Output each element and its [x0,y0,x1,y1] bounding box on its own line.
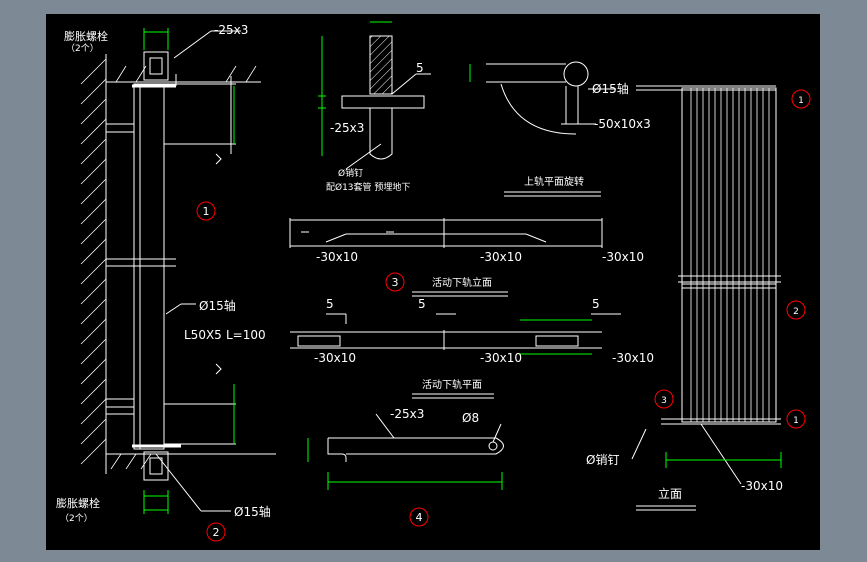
top-rail-title: 上轨平面旋转 [524,175,584,188]
top-rail-plan [486,61,616,135]
lower-rail-bar-a: -30x10 [316,250,358,264]
detail-marker-3-number: 3 [392,276,399,289]
lower-section-bar-a: -30x10 [314,351,356,365]
lower-section-bar-b: -30x10 [480,351,522,365]
pin-detail-note: 配Ø13套管 预埋地下 [326,181,410,193]
lower-section-bar-c: -30x10 [612,351,654,365]
gate-elevation [631,85,781,485]
bolt-bottom-qty: （2个） [60,513,93,524]
gate-section-marker-2-number: 2 [793,307,799,317]
gate-section-marker-1-number: 1 [798,96,804,106]
lower-rail-bar-b: -30x10 [480,250,522,264]
cad-drawing: 膨胀螺栓 （2个） 膨胀螺栓 （2个） -25x3 Ø15轴 L50X5 L=1… [56,21,811,542]
detail-marker-1: 1 [196,201,216,221]
weld-mark-c: 5 [592,297,600,311]
plate-top-label: -25x3 [214,23,248,37]
gate-section-marker-4: 1 [786,409,806,429]
gate-section-marker-2: 2 [786,300,806,320]
gate-section-marker-3: 3 [654,389,674,409]
top-rail-plate: -50x10x3 [594,117,651,131]
weld-mark-a: 5 [326,297,334,311]
detail-marker-3: 3 [385,272,405,292]
lower-rail-bar-c: -30x10 [602,250,644,264]
bolt-bottom-label: 膨胀螺栓 [56,496,100,510]
detail-marker-4: 4 [409,507,429,527]
detail-marker-2-number: 2 [213,526,220,539]
gate-section-marker-4-number: 1 [793,416,799,426]
bolt-top-qty: （2个） [66,43,99,54]
gate-bar-label: -30x10 [741,479,783,493]
lower-rail-dimensions [520,319,592,355]
wall-section [80,51,276,481]
pin-detail-dimensions [318,21,392,156]
gate-dimensions [665,452,782,468]
gate-section-marker-1: 1 [791,89,811,109]
plan-plate-label: -25x3 [390,407,424,421]
angle-length-label: L=100 [226,328,266,342]
pin-detail-weld: 5 [416,61,424,75]
drawing-viewport[interactable]: 膨胀螺栓 （2个） 膨胀螺栓 （2个） -25x3 Ø15轴 L50X5 L=1… [46,14,820,550]
pin-detail-plate: -25x3 [330,121,364,135]
gate-pin-label: Ø销钉 [586,453,619,467]
wall-section-dimensions [143,28,235,514]
plan-title: 活动下轨平面 [422,378,482,391]
lower-rail-elevation [289,218,603,248]
angle-l50-label: L50X5 [184,328,222,342]
detail-marker-4-number: 4 [416,511,423,524]
elevation-title: 立面 [658,486,682,501]
lower-rail-title: 活动下轨立面 [432,276,492,289]
pin-detail-pin: Ø销钉 [338,167,363,179]
weld-mark-b: 5 [418,297,426,311]
pin-detail [341,35,431,170]
lower-rail-section [290,313,621,350]
plan-detail-dimensions [307,438,503,490]
detail-marker-2: 2 [206,522,226,542]
top-rail-shaft: Ø15轴 [592,81,629,96]
bolt-top-label: 膨胀螺栓 [64,29,108,43]
plan-detail [327,413,504,462]
shaft-15-bottom-label: Ø15轴 [234,504,271,519]
shaft-15-left-label: Ø15轴 [199,298,236,313]
wall-section-leaders [155,30,241,512]
gate-section-marker-3-number: 3 [661,396,667,406]
plan-hole-label: Ø8 [462,411,479,425]
detail-marker-1-number: 1 [203,205,210,218]
